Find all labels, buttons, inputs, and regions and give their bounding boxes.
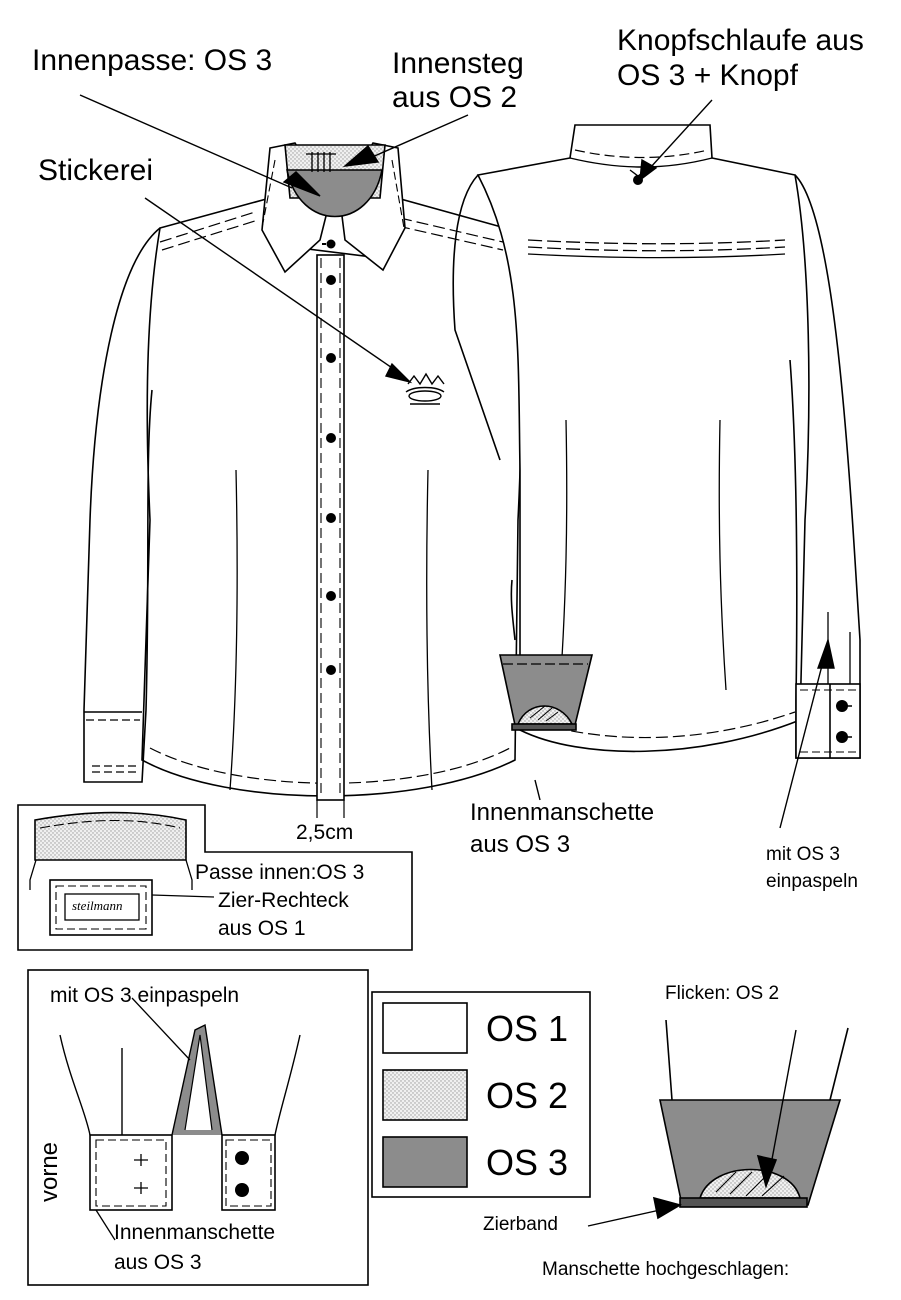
label-innensteg-2: aus OS 2 [392,81,518,114]
label-placket-width: 2,5cm [296,821,354,844]
label-flicken: Flicken: OS 2 [665,983,780,1004]
embroidery-icon [405,372,445,405]
leader-lines [79,94,835,829]
label-cuff-einpaspeln: mit OS 3 einpaspeln [50,984,240,1007]
label-innensteg-1: Innensteg [392,47,524,80]
front-buttons [322,239,336,675]
button [326,433,336,443]
label-brand: steilmann [72,898,123,913]
back-left-sleeve [452,174,501,461]
label-cuff-innenmanschette-1: Innenmanschette [114,1221,276,1244]
legend-label-os2: OS 2 [486,1075,569,1116]
label-einpaspeln-1: mit OS 3 [766,844,840,865]
legend-swatch-os2 [382,1069,468,1121]
legend-swatch-os1 [382,1002,468,1054]
label-einpaspeln-2: einpaspeln [766,871,858,892]
label-zier-rechteck-2: aus OS 1 [218,917,306,940]
inset-frame [27,969,369,1286]
label-cuff-innenmanschette-2: aus OS 3 [114,1251,202,1274]
inner-yoke-shape [34,811,187,861]
button [326,239,336,249]
label-vorne: vorne [36,1141,63,1202]
yoke-detail-inset [17,804,413,951]
label-innenmanschette-1: Innenmanschette [470,799,655,826]
folded-cuff-detail [587,1019,849,1227]
cuff-button [235,1151,249,1165]
back-shirt [452,124,861,759]
legend-swatch-os3 [382,1136,468,1188]
button [326,591,336,601]
front-collar [261,142,406,274]
back-right-sleeve [789,174,861,759]
label-manschette: Manschette hochgeschlagen: [542,1259,790,1280]
button [326,665,336,675]
label-innenpasse: Innenpasse: OS 3 [32,44,273,77]
back-body-outline [476,124,810,753]
label-knopfschlaufe-1: Knopfschlaufe aus [617,24,864,57]
front-folded-cuff [499,654,594,731]
label-knopfschlaufe-2: OS 3 + Knopf [617,59,798,92]
legend [371,991,591,1198]
label-stickerei: Stickerei [38,154,154,187]
label-zierband: Zierband [483,1214,558,1235]
button [326,275,336,285]
label-passe-innen: Passe innen:OS 3 [195,861,365,884]
legend-label-os3: OS 3 [486,1142,569,1183]
button [326,513,336,523]
inset-frame [17,804,413,951]
cuff-button [235,1183,249,1197]
label-zier-rechteck-1: Zier-Rechteck [218,889,349,912]
inner-yoke-os3 [286,169,383,218]
cuff-detail-inset [27,969,369,1286]
front-shirt [83,197,591,818]
legend-label-os1: OS 1 [486,1008,569,1049]
button [326,353,336,363]
label-innenmanschette-2: aus OS 3 [470,831,571,858]
front-left-sleeve [83,227,161,783]
